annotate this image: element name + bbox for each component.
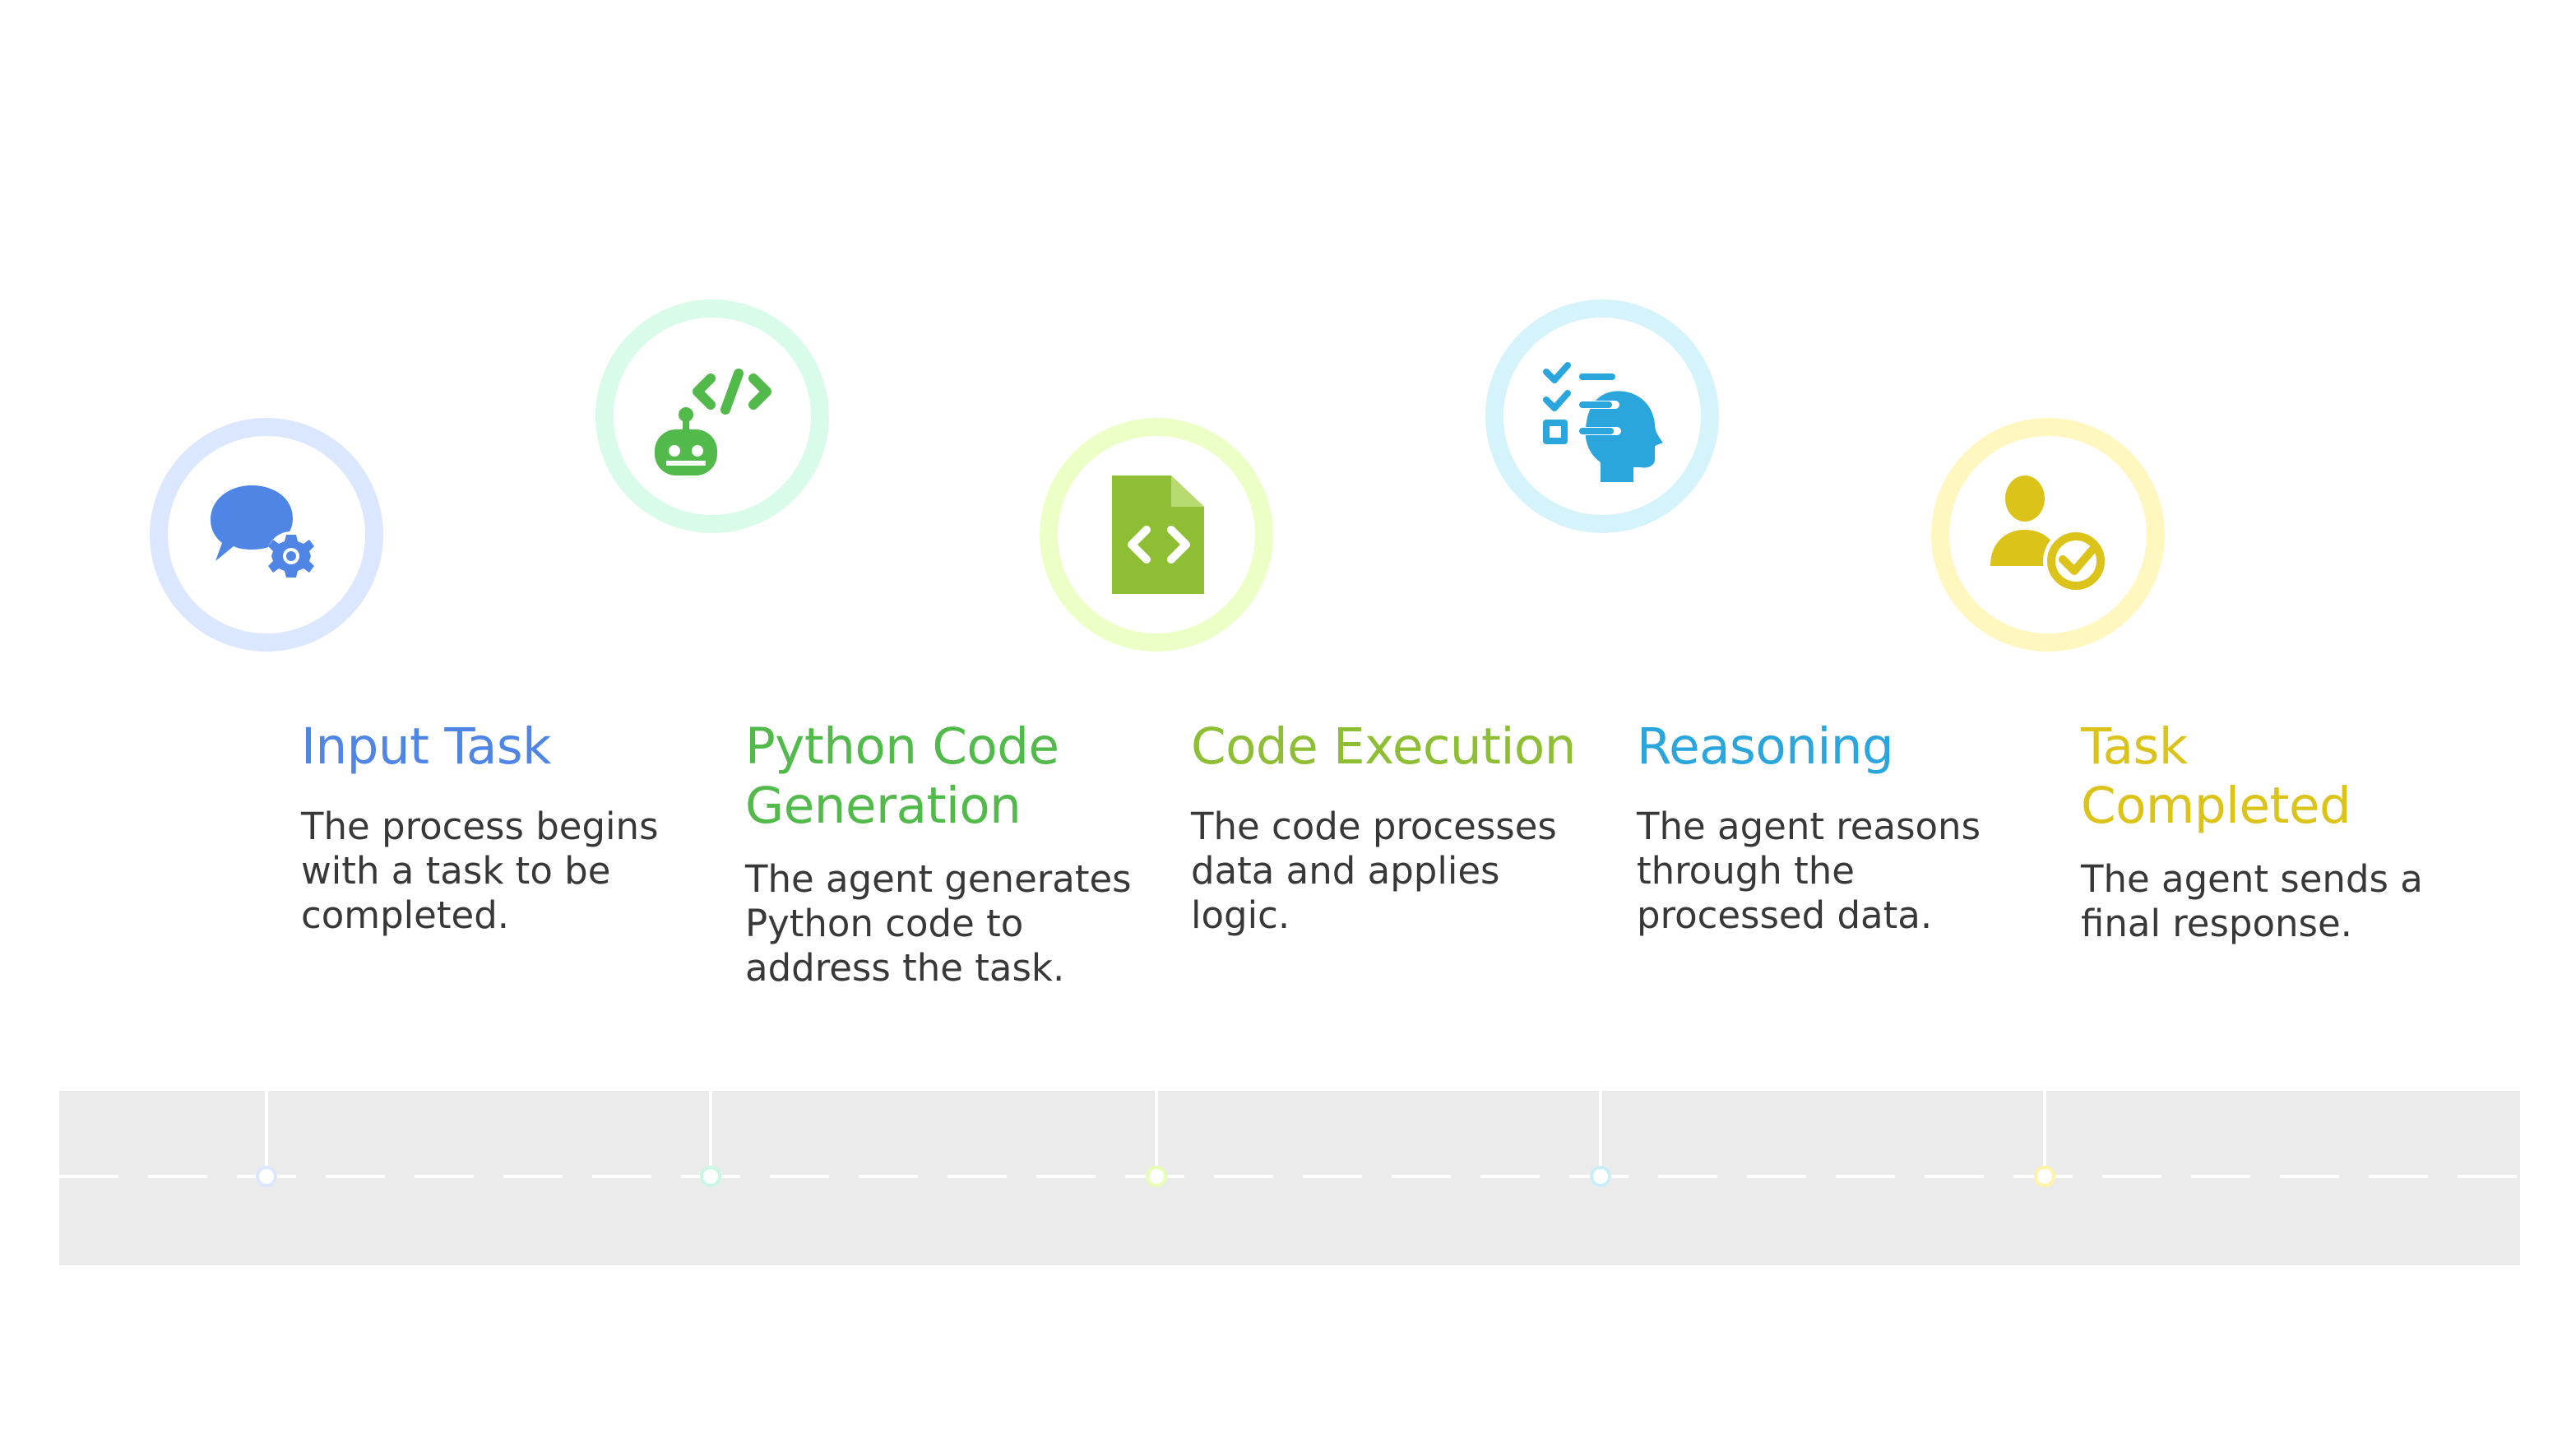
step-task-completed: Task Completed The agent sends a final r… xyxy=(2081,717,2467,946)
marker-4 xyxy=(1590,1166,1611,1187)
step-description: The agent sends a final response. xyxy=(2081,857,2423,945)
code-execution-icon-ring xyxy=(1040,418,1273,652)
user-check-icon xyxy=(1990,475,2109,594)
step-input-task: Input Task The process begins with a tas… xyxy=(301,717,688,938)
code-file-icon xyxy=(1112,475,1204,594)
step-title: Code Execution xyxy=(1191,717,1576,776)
step-title: Task Completed xyxy=(2081,717,2351,835)
timeline-connectors xyxy=(265,1091,2046,1170)
step-reasoning: Reasoning The agent reasons through the … xyxy=(1637,717,2023,938)
marker-2 xyxy=(700,1166,721,1187)
head-checklist-icon xyxy=(1543,362,1663,482)
timeline-graphic xyxy=(59,1091,2520,1187)
step-title: Reasoning xyxy=(1637,717,1894,776)
reasoning-icon-ring xyxy=(1485,299,1719,533)
task-completed-icon-ring xyxy=(1931,418,2165,652)
timeline-band xyxy=(59,1091,2520,1265)
marker-5 xyxy=(2034,1166,2055,1187)
step-description: The agent generates Python code to addre… xyxy=(745,857,1132,990)
step-code-execution: Code Execution The code processes data a… xyxy=(1191,717,1578,938)
chat-gear-icon xyxy=(211,485,316,581)
timeline-markers xyxy=(256,1166,2055,1187)
step-description: The agent reasons through the processed … xyxy=(1637,805,1981,937)
robot-code-icon xyxy=(655,369,771,475)
step-python-code-generation: Python Code Generation The agent generat… xyxy=(745,717,1132,990)
code-generation-icon-ring xyxy=(595,299,829,533)
step-description: The code processes data and applies logi… xyxy=(1191,805,1557,937)
marker-3 xyxy=(1146,1166,1167,1187)
step-title: Input Task xyxy=(301,717,552,776)
marker-1 xyxy=(256,1166,277,1187)
step-description: The process begins with a task to be com… xyxy=(301,805,659,937)
input-task-icon-ring xyxy=(150,418,383,652)
step-title: Python Code Generation xyxy=(745,717,1059,835)
